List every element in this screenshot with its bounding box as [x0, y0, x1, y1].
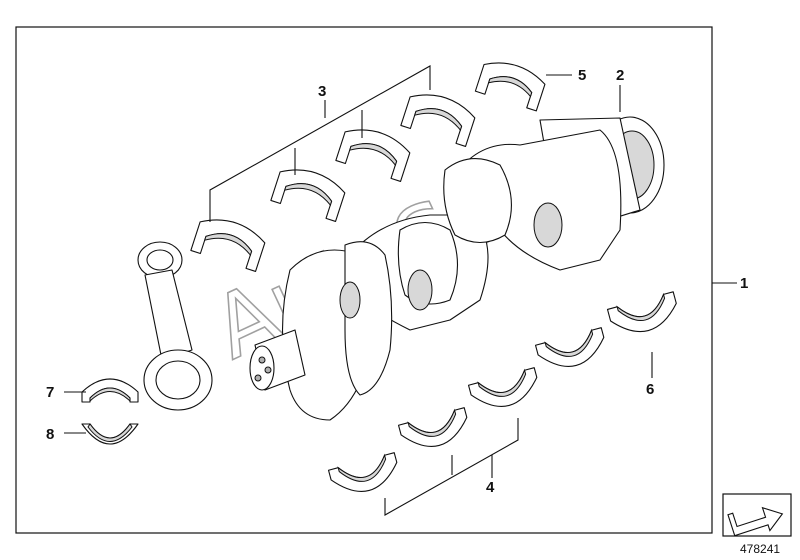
callout-3: 3	[318, 83, 326, 100]
callout-8: 8	[46, 426, 54, 443]
callout-4-bracket	[384, 418, 519, 516]
diagram-frame	[15, 26, 713, 534]
connecting-rod	[137, 241, 213, 411]
callout-4: 4	[486, 479, 495, 496]
conrod-lower-shell	[81, 423, 139, 445]
leader-lines	[64, 74, 737, 434]
thrust-bearing-shell	[474, 62, 546, 112]
callout-2: 2	[616, 67, 624, 84]
lower-bearing-shells	[327, 327, 605, 492]
callout-3-bracket	[209, 65, 431, 222]
callout-5: 5	[578, 67, 586, 84]
conrod-upper-shell	[81, 378, 139, 403]
corner-arrow-icon	[722, 493, 792, 537]
callout-1: 1	[740, 275, 748, 292]
crankshaft	[249, 116, 665, 421]
callout-7: 7	[46, 384, 54, 401]
upper-bearing-shells	[190, 94, 476, 272]
part-number: 478241	[740, 542, 780, 556]
callout-6: 6	[646, 381, 654, 398]
thrust-lower-shell	[606, 291, 677, 333]
